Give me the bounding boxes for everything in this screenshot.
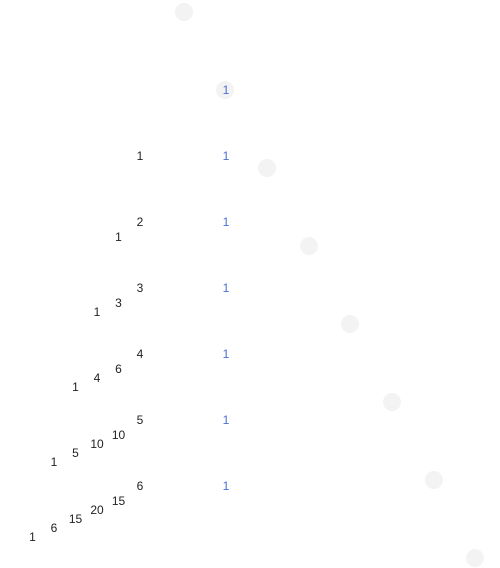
background-circle [175,3,193,21]
triangle-value: 4 [93,371,101,385]
pivot-one: 1 [222,83,230,97]
triangle-value: 10 [111,428,126,442]
background-circle [466,549,484,567]
background-circle [425,471,443,489]
triangle-value: 6 [50,521,58,535]
background-circle [216,81,234,99]
triangle-value: 1 [115,230,122,244]
triangle-value: 1 [29,530,36,544]
triangle-value: 3 [136,281,144,295]
column-one-value: 1 [222,215,230,229]
column-one-value: 1 [222,347,230,361]
triangle-value: 6 [115,362,122,376]
triangle-value: 3 [115,296,122,310]
triangle-value: 4 [136,347,144,361]
column-one-value: 1 [222,149,230,163]
triangle-value: 6 [136,479,144,493]
triangle-value: 1 [50,455,58,469]
column-one-value: 1 [222,479,230,493]
column-one-value: 1 [222,413,230,427]
triangle-value: 1 [136,149,144,163]
triangle-value: 5 [136,413,144,427]
triangle-value: 2 [136,215,144,229]
background-circle [258,159,276,177]
triangle-value: 1 [72,380,79,394]
triangle-value: 15 [68,512,83,526]
triangle-value: 15 [111,494,126,508]
background-circle [300,237,318,255]
triangle-value: 10 [90,437,104,451]
column-one-value: 1 [222,281,230,295]
background-circle [383,393,401,411]
background-circle [341,315,359,333]
triangle-value: 20 [90,503,104,517]
triangle-value: 5 [72,446,79,460]
triangle-value: 1 [93,305,101,319]
